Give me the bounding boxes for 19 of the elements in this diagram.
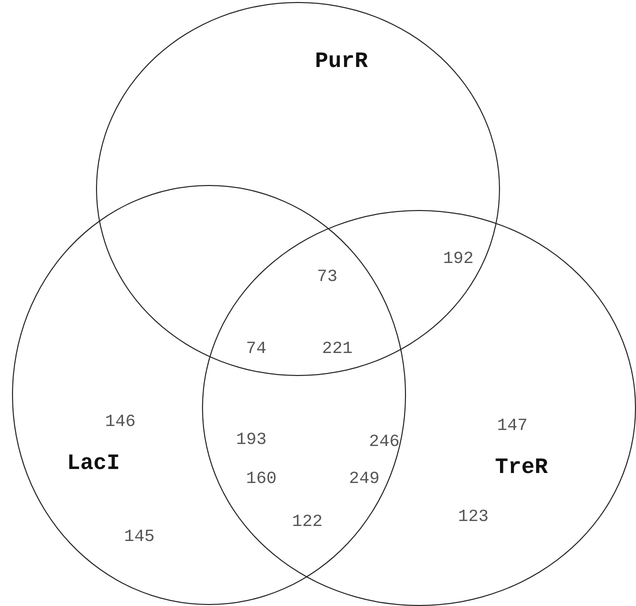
set-name: PurR	[315, 49, 368, 74]
count-label: 193	[236, 431, 267, 450]
set-name: LacI	[67, 451, 120, 476]
count-label: 249	[349, 470, 380, 489]
count-label: 160	[246, 470, 277, 489]
count-label: 73	[317, 268, 338, 287]
count-label: 145	[124, 528, 155, 547]
count-label: 74	[246, 340, 266, 359]
set-name: TreR	[495, 455, 548, 480]
count-label: 147	[497, 417, 528, 436]
count-label: 246	[369, 433, 400, 452]
set-circle	[12, 185, 406, 605]
count-label: 123	[458, 508, 489, 527]
count-label: 221	[322, 340, 353, 359]
set-circle	[202, 210, 636, 606]
count-label: 192	[443, 250, 474, 269]
count-label: 122	[292, 513, 323, 532]
count-label: 146	[105, 413, 136, 432]
set-circle	[96, 2, 500, 376]
